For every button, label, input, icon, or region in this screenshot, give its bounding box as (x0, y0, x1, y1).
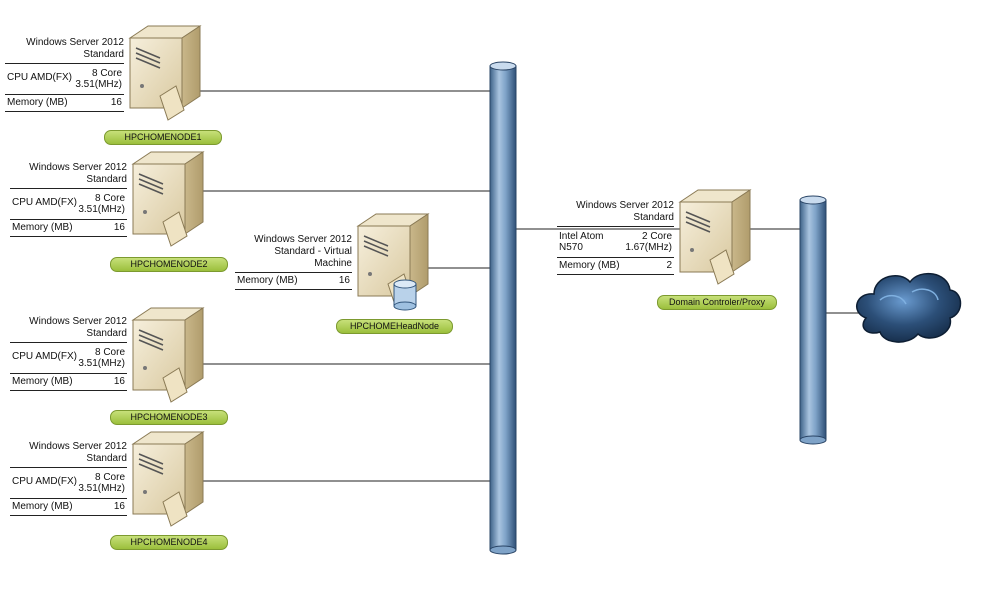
os-line: Machine (314, 258, 352, 269)
cpu-speed: 1.67(MHz) (625, 242, 672, 253)
os-line: Windows Server 2012 (29, 162, 127, 173)
server-icon (679, 189, 751, 285)
os-line: Windows Server 2012 (29, 441, 127, 452)
memory-value: 16 (113, 222, 125, 233)
cpu-label: CPU AMD(FX) (12, 351, 77, 362)
cpu-label: CPU AMD(FX) (12, 197, 77, 208)
head-node-info-panel: Windows Server 2012 Standard - Virtual M… (235, 234, 352, 290)
memory-label: Memory (MB) (559, 260, 620, 271)
memory-label: Memory (MB) (12, 501, 73, 512)
domain-controller-info-panel: Windows Server 2012 Standard Intel Atom … (557, 200, 674, 275)
memory-label: Memory (MB) (12, 376, 73, 387)
server-icon (357, 213, 429, 309)
os-line: Standard (86, 328, 127, 339)
cpu-row: CPU AMD(FX) 8 Core 3.51(MHz) (10, 345, 127, 374)
cpu-label: N570 (559, 242, 583, 253)
memory-value: 16 (113, 376, 125, 387)
memory-row: Memory (MB) 16 (10, 220, 127, 237)
cpu-label: CPU AMD(FX) (12, 476, 77, 487)
network-backbone-main (489, 61, 517, 555)
network-backbone-external (799, 195, 827, 445)
memory-value: 16 (113, 501, 125, 512)
os-line: Standard (83, 49, 124, 60)
node-info-panel: Windows Server 2012 Standard CPU AMD(FX)… (10, 316, 127, 391)
cpu-cores: 8 Core (91, 68, 122, 79)
cpu-row: CPU AMD(FX) 8 Core 3.51(MHz) (10, 191, 127, 220)
cpu-cores: 8 Core (94, 472, 125, 483)
cpu-cores: 2 Core (641, 231, 672, 242)
node-name-label: HPCHOMENODE1 (104, 130, 222, 145)
cpu-label: Intel Atom (559, 231, 604, 242)
os-line: Windows Server 2012 (254, 234, 352, 245)
cloud-icon (856, 272, 962, 343)
server-icon (132, 307, 204, 403)
cpu-row: CPU AMD(FX) 8 Core 3.51(MHz) (5, 66, 124, 95)
cpu-row: CPU AMD(FX) 8 Core 3.51(MHz) (10, 470, 127, 499)
cpu-speed: 3.51(MHz) (75, 79, 122, 90)
memory-label: Memory (MB) (237, 275, 298, 286)
head-node-name-label: HPCHOMEHeadNode (336, 319, 453, 334)
os-line: Standard (86, 453, 127, 464)
node-info-panel: Windows Server 2012 Standard CPU AMD(FX)… (5, 37, 124, 112)
memory-row: Memory (MB) 16 (235, 273, 352, 290)
cpu-speed: 3.51(MHz) (78, 483, 125, 494)
cpu-speed: 3.51(MHz) (78, 204, 125, 215)
memory-value: 16 (338, 275, 350, 286)
node-name-label: HPCHOMENODE2 (110, 257, 228, 272)
cpu-speed: 3.51(MHz) (78, 358, 125, 369)
os-line: Standard (86, 174, 127, 185)
memory-label: Memory (MB) (7, 97, 68, 108)
server-icon (129, 25, 201, 121)
os-line: Windows Server 2012 (29, 316, 127, 327)
memory-row: Memory (MB) 2 (557, 258, 674, 275)
os-line: Standard - Virtual (274, 246, 352, 257)
node-info-panel: Windows Server 2012 Standard CPU AMD(FX)… (10, 441, 127, 516)
os-line: Windows Server 2012 (26, 37, 124, 48)
memory-value: 16 (110, 97, 122, 108)
database-icon (393, 279, 417, 311)
memory-row: Memory (MB) 16 (10, 499, 127, 516)
node-name-label: HPCHOMENODE4 (110, 535, 228, 550)
connection-lines (200, 90, 860, 482)
server-icon (132, 431, 204, 527)
os-line: Windows Server 2012 (576, 200, 674, 211)
cpu-cores: 8 Core (94, 347, 125, 358)
memory-row: Memory (MB) 16 (5, 95, 124, 112)
os-line: Standard (633, 212, 674, 223)
server-icon (132, 151, 204, 247)
node-info-panel: Windows Server 2012 Standard CPU AMD(FX)… (10, 162, 127, 237)
node-name-label: HPCHOMENODE3 (110, 410, 228, 425)
memory-row: Memory (MB) 16 (10, 374, 127, 391)
cpu-row: Intel Atom N570 2 Core 1.67(MHz) (557, 229, 674, 258)
cpu-label: CPU AMD(FX) (7, 72, 72, 83)
memory-label: Memory (MB) (12, 222, 73, 233)
memory-value: 2 (666, 260, 672, 271)
cpu-cores: 8 Core (94, 193, 125, 204)
domain-controller-name-label: Domain Controler/Proxy (657, 295, 777, 310)
